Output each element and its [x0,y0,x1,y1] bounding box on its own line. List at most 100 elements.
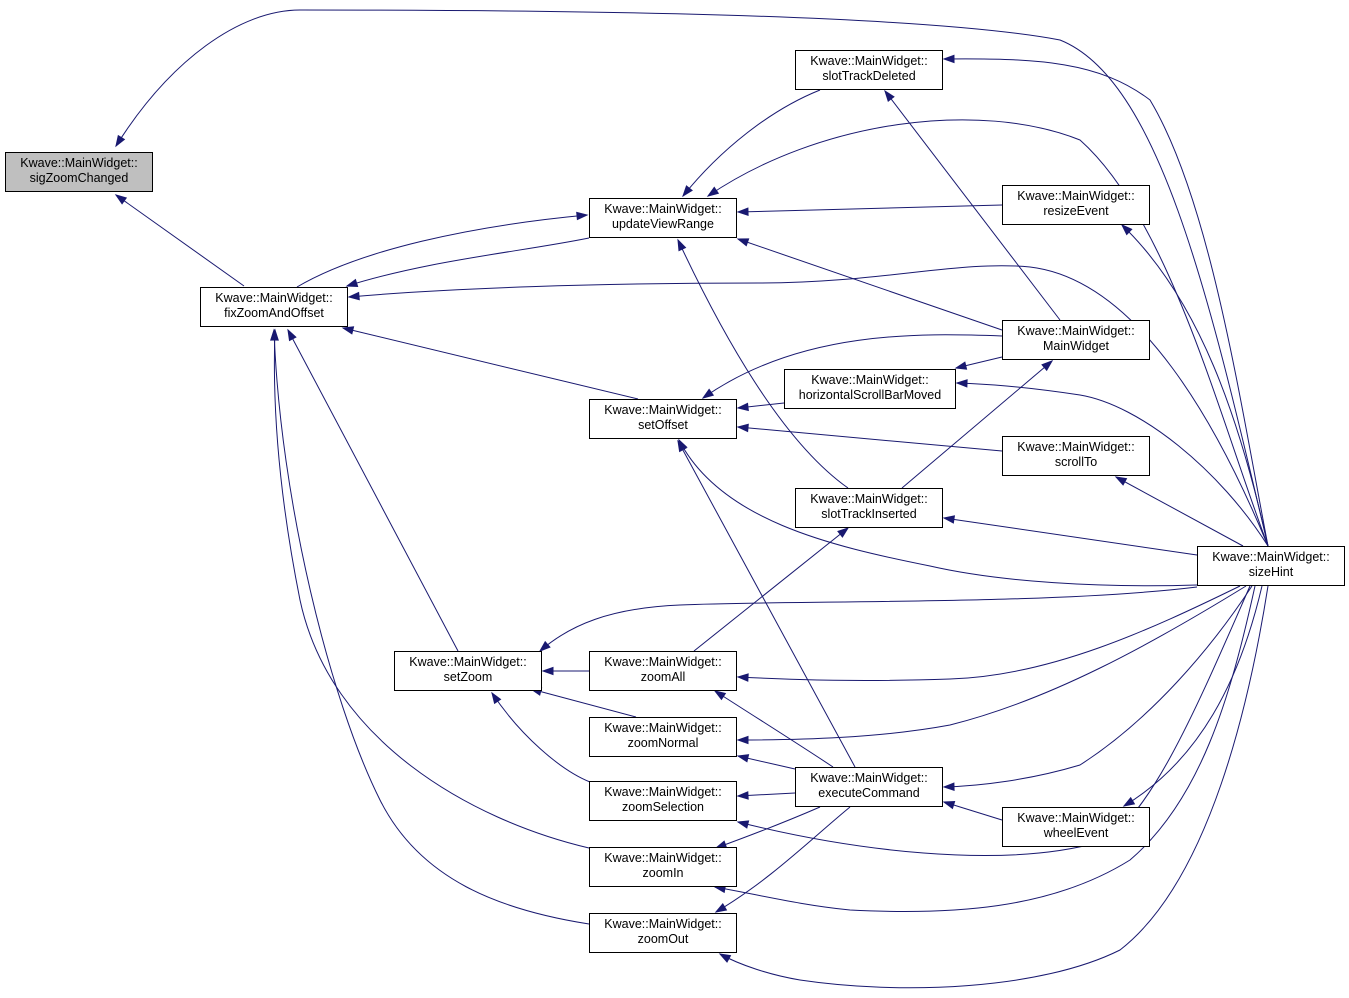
node-box [795,767,943,807]
node-sizeHint[interactable]: Kwave::MainWidget::sizeHint [1197,546,1345,586]
node-box [5,152,153,192]
edge-arrowhead [706,186,720,197]
node-zoomAll[interactable]: Kwave::MainWidget::zoomAll [589,651,737,691]
node-MainWidget[interactable]: Kwave::MainWidget::MainWidget [1002,320,1150,360]
edge-fixZoomAndOffset-to-updateViewRange [296,211,589,288]
node-layer: Kwave::MainWidget::sigZoomChangedKwave::… [5,50,1345,953]
edge-resizeEvent-to-updateViewRange [736,204,1003,217]
edge-MainWidget-to-horizontalScrollBarMoved [954,356,1003,370]
node-box [589,913,737,953]
edge-line [715,806,851,913]
edge-line [737,585,1241,681]
edge-arrowhead [287,328,297,342]
edge-line [296,214,588,288]
node-function-label: horizontalScrollBarMoved [799,388,941,402]
node-zoomIn[interactable]: Kwave::MainWidget::zoomIn [589,847,737,887]
edge-updateViewRange-to-fixZoomAndOffset [345,237,590,287]
edge-line [491,692,591,783]
node-box [589,651,737,691]
edge-sizeHint-to-scrollTo [1114,476,1244,547]
edge-line [943,58,1269,547]
node-slotTrackInserted[interactable]: Kwave::MainWidget::slotTrackInserted [795,488,943,528]
edge-scrollTo-to-setOffset [736,423,1003,452]
edge-line [678,439,1198,587]
node-zoomNormal[interactable]: Kwave::MainWidget::zoomNormal [589,717,737,757]
node-namespace-label: Kwave::MainWidget:: [604,403,721,417]
edge-MainWidget-to-updateViewRange [736,238,1003,331]
node-box [795,488,943,528]
node-scrollTo[interactable]: Kwave::MainWidget::scrollTo [1002,436,1150,476]
edge-line [682,89,821,197]
edge-arrowhead [677,439,687,453]
edge-arrowhead [736,735,749,745]
node-function-label: zoomNormal [628,736,699,750]
node-box [200,287,348,327]
edge-sizeHint-to-sigZoomChanged [115,9,1269,547]
node-namespace-label: Kwave::MainWidget:: [1212,550,1329,564]
node-namespace-label: Kwave::MainWidget:: [810,492,927,506]
edge-line [737,204,1003,213]
edge-line [115,9,1269,547]
node-wheelEvent[interactable]: Kwave::MainWidget::wheelEvent [1002,807,1150,847]
node-namespace-label: Kwave::MainWidget:: [604,917,721,931]
node-setZoom[interactable]: Kwave::MainWidget::setZoom [394,651,542,691]
edge-arrowhead [538,640,551,652]
node-namespace-label: Kwave::MainWidget:: [20,156,137,170]
edge-arrowhead [270,328,279,341]
edge-arrowhead [736,673,749,682]
edge-executeCommand-to-setOffset [677,439,856,768]
node-function-label: sigZoomChanged [30,171,129,185]
edge-line [943,585,1253,788]
edge-line [348,265,1269,547]
edge-arrowhead [114,194,128,205]
edge-line [719,585,1269,989]
node-slotTrackDeleted[interactable]: Kwave::MainWidget::slotTrackDeleted [795,50,943,90]
edge-sizeHint-to-updateViewRange [706,119,1269,547]
node-function-label: zoomAll [641,670,685,684]
edge-line [884,90,1061,321]
node-executeCommand[interactable]: Kwave::MainWidget::executeCommand [795,767,943,807]
edge-sizeHint-to-slotTrackInserted [942,515,1198,556]
edge-line [273,329,590,849]
edge-sizeHint-to-executeCommand [942,585,1253,792]
edge-zoomAll-to-slotTrackInserted [693,527,850,652]
node-setOffset[interactable]: Kwave::MainWidget::setOffset [589,399,737,439]
node-function-label: slotTrackDeleted [822,69,915,83]
node-box [589,717,737,757]
node-function-label: wheelEvent [1043,826,1109,840]
node-namespace-label: Kwave::MainWidget:: [1017,324,1134,338]
node-fixZoomAndOffset[interactable]: Kwave::MainWidget::fixZoomAndOffset [200,287,348,327]
edge-line [1123,585,1263,807]
node-namespace-label: Kwave::MainWidget:: [604,721,721,735]
node-function-label: scrollTo [1055,455,1097,469]
edge-arrowhead [954,361,968,370]
node-updateViewRange[interactable]: Kwave::MainWidget::updateViewRange [589,198,737,238]
node-namespace-label: Kwave::MainWidget:: [604,785,721,799]
edge-arrowhead [718,953,732,963]
edge-arrowhead [541,666,554,676]
edge-MainWidget-to-slotTrackDeleted [884,89,1061,321]
edge-line [530,688,637,718]
node-namespace-label: Kwave::MainWidget:: [604,655,721,669]
node-box [589,198,737,238]
node-box [394,651,542,691]
edge-arrowhead [1120,223,1133,236]
edge-arrowhead [491,691,502,705]
edge-line [737,585,1247,741]
node-horizontalScrollBarMoved[interactable]: Kwave::MainWidget::horizontalScrollBarMo… [784,369,956,409]
node-box [1002,807,1150,847]
edge-arrowhead [1122,796,1136,807]
edge-arrowhead [955,379,968,388]
edge-sizeHint-to-resizeEvent [1120,223,1269,547]
edge-executeCommand-to-zoomAll [713,690,834,768]
node-sigZoomChanged[interactable]: Kwave::MainWidget::sigZoomChanged [5,152,153,192]
node-function-label: sizeHint [1249,565,1294,579]
node-zoomOut[interactable]: Kwave::MainWidget::zoomOut [589,913,737,953]
edge-arrowhead [714,840,728,849]
node-box [589,781,737,821]
node-resizeEvent[interactable]: Kwave::MainWidget::resizeEvent [1002,185,1150,225]
node-zoomSelection[interactable]: Kwave::MainWidget::zoomSelection [589,781,737,821]
edge-arrowhead [677,238,687,252]
node-function-label: updateViewRange [612,217,714,231]
